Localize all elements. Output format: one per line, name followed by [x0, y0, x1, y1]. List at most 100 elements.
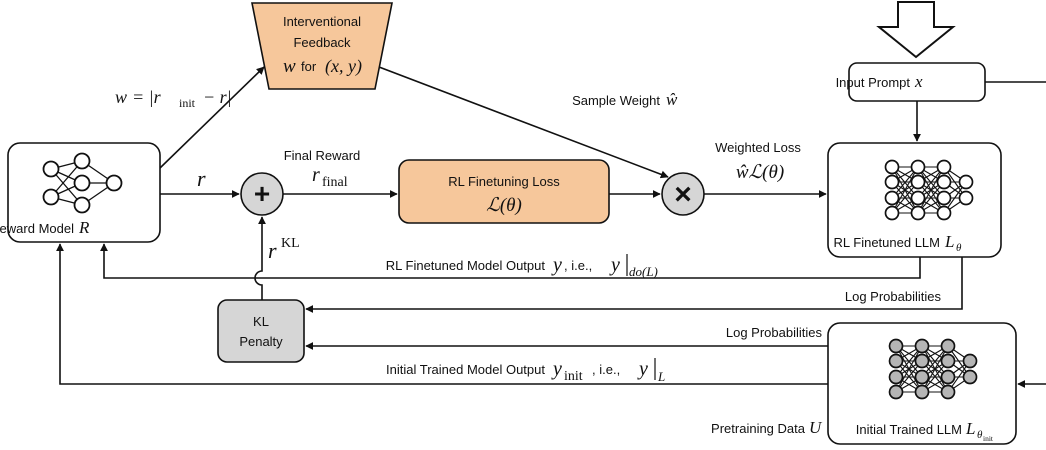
sum-node: + — [240, 172, 284, 216]
initial-trained-llm-node: Initial Trained LLM L θ init — [827, 322, 1017, 445]
feedback-line2: Feedback — [293, 35, 351, 50]
loss-label: RL Finetuning Loss — [448, 174, 560, 189]
network-node — [884, 174, 900, 190]
r-kl-sup: KL — [281, 236, 300, 251]
network-node — [936, 174, 952, 190]
pretraining-data-label: Pretraining Data U — [711, 418, 823, 437]
times-symbol: × — [674, 178, 692, 211]
init-output-label: Initial Trained Model Output y init , i.… — [386, 358, 665, 384]
kl-line1: KL — [253, 314, 269, 329]
init-output-y2: y — [637, 358, 648, 380]
init-output-sub: init — [564, 369, 583, 384]
rl-output-cond: do(L) — [629, 264, 658, 279]
input-prompt-label: Input Prompt — [836, 75, 911, 90]
feedback-for: for — [301, 59, 317, 74]
network-node — [940, 338, 956, 354]
rl-llm-var: L — [944, 232, 954, 251]
rl-output-mid: , i.e., — [564, 258, 592, 273]
weight-formula: w = |r init − r| — [115, 87, 232, 110]
rl-output-text: RL Finetuned Model Output — [386, 258, 546, 273]
network-node — [888, 353, 904, 369]
weight-rest: − r| — [203, 87, 232, 107]
neural-network-icon — [884, 159, 974, 221]
sample-weight-label: Sample Weight ŵ — [572, 90, 678, 109]
network-node — [940, 369, 956, 385]
edges — [56, 66, 1046, 388]
input-prompt-node: Input Prompt x — [836, 62, 986, 102]
init-llm-label: Initial Trained LLM — [856, 422, 962, 437]
rl-output-y2: y — [609, 254, 620, 276]
arrow-logprob1-to-kl — [305, 257, 963, 313]
arrow-reward-to-feedback — [159, 66, 265, 169]
init-output-mid: , i.e., — [592, 362, 620, 377]
network-node — [910, 174, 926, 190]
network-node — [888, 338, 904, 354]
network-node — [914, 353, 930, 369]
weight-init: init — [179, 96, 196, 110]
weight-eq: = |r — [132, 87, 162, 107]
plus-symbol: + — [254, 178, 270, 209]
rl-finetuned-llm-node: RL Finetuned LLM L θ — [827, 142, 1002, 258]
network-node — [914, 369, 930, 385]
weight-w: w — [115, 87, 127, 107]
network-node — [914, 338, 930, 354]
log-prob-2-label: Log Probabilities — [726, 325, 823, 340]
network-node — [940, 353, 956, 369]
network-node — [958, 190, 974, 206]
weighted-loss-label: Weighted Loss ŵℒ(θ) — [715, 140, 801, 183]
pretraining-var: U — [809, 418, 823, 437]
final-reward-var: r — [312, 164, 320, 186]
rl-llm-label: RL Finetuned LLM — [834, 235, 940, 250]
reward-model-var: R — [78, 218, 90, 237]
final-reward-text: Final Reward — [284, 148, 361, 163]
init-llm-sub: θ — [977, 429, 983, 441]
rl-output-label: RL Finetuned Model Output y , i.e., y do… — [386, 254, 658, 279]
network-node — [962, 353, 978, 369]
init-llm-var: L — [965, 419, 975, 438]
interventional-feedback-node: Interventional Feedback w for (x, y) — [251, 2, 393, 90]
weighted-loss-math: ŵℒ(θ) — [736, 162, 784, 183]
sample-weight-text: Sample Weight — [572, 93, 660, 108]
final-reward-label: Final Reward r final — [284, 148, 361, 190]
init-output-cond: L — [657, 369, 665, 384]
input-arrow-icon — [876, 1, 956, 59]
network-node — [884, 190, 900, 206]
network-node — [888, 384, 904, 400]
network-node — [962, 369, 978, 385]
network-node — [914, 384, 930, 400]
feedback-line1: Interventional — [283, 14, 361, 29]
log-prob-1-label: Log Probabilities — [845, 289, 942, 304]
reward-model-label: Reward Model — [0, 221, 74, 236]
network-node — [888, 369, 904, 385]
init-output-text: Initial Trained Model Output — [386, 362, 545, 377]
neural-network-icon — [42, 152, 123, 214]
network-node — [910, 159, 926, 175]
rl-finetuning-loss-node: RL Finetuning Loss ℒ(θ) — [398, 159, 610, 224]
rl-llm-sub: θ — [956, 242, 962, 254]
network-node — [910, 205, 926, 221]
kl-penalty-node: KL Penalty — [217, 299, 305, 363]
network-node — [936, 159, 952, 175]
network-node — [936, 190, 952, 206]
pretraining-text: Pretraining Data — [711, 421, 806, 436]
sample-weight-var: ŵ — [666, 90, 678, 109]
final-reward-sub: final — [322, 175, 348, 190]
network-node — [940, 384, 956, 400]
multiply-node: × — [661, 172, 705, 216]
arrow-rl-output-to-reward — [100, 243, 921, 279]
kl-line2: Penalty — [239, 334, 283, 349]
arrow-kl-to-sum — [254, 216, 266, 300]
r-label: r — [197, 166, 206, 191]
feedback-pair: (x, y) — [325, 56, 362, 77]
network-node — [958, 174, 974, 190]
input-prompt-var: x — [914, 72, 923, 91]
network-node — [910, 190, 926, 206]
r-kl-label: r KL — [268, 236, 300, 263]
init-llm-subsub: init — [983, 434, 994, 443]
reward-model-node: Reward Model R — [0, 142, 161, 243]
weighted-loss-text: Weighted Loss — [715, 140, 801, 155]
r-kl-var: r — [268, 238, 277, 263]
network-node — [884, 205, 900, 221]
arrow-init-output-to-reward — [56, 243, 828, 385]
